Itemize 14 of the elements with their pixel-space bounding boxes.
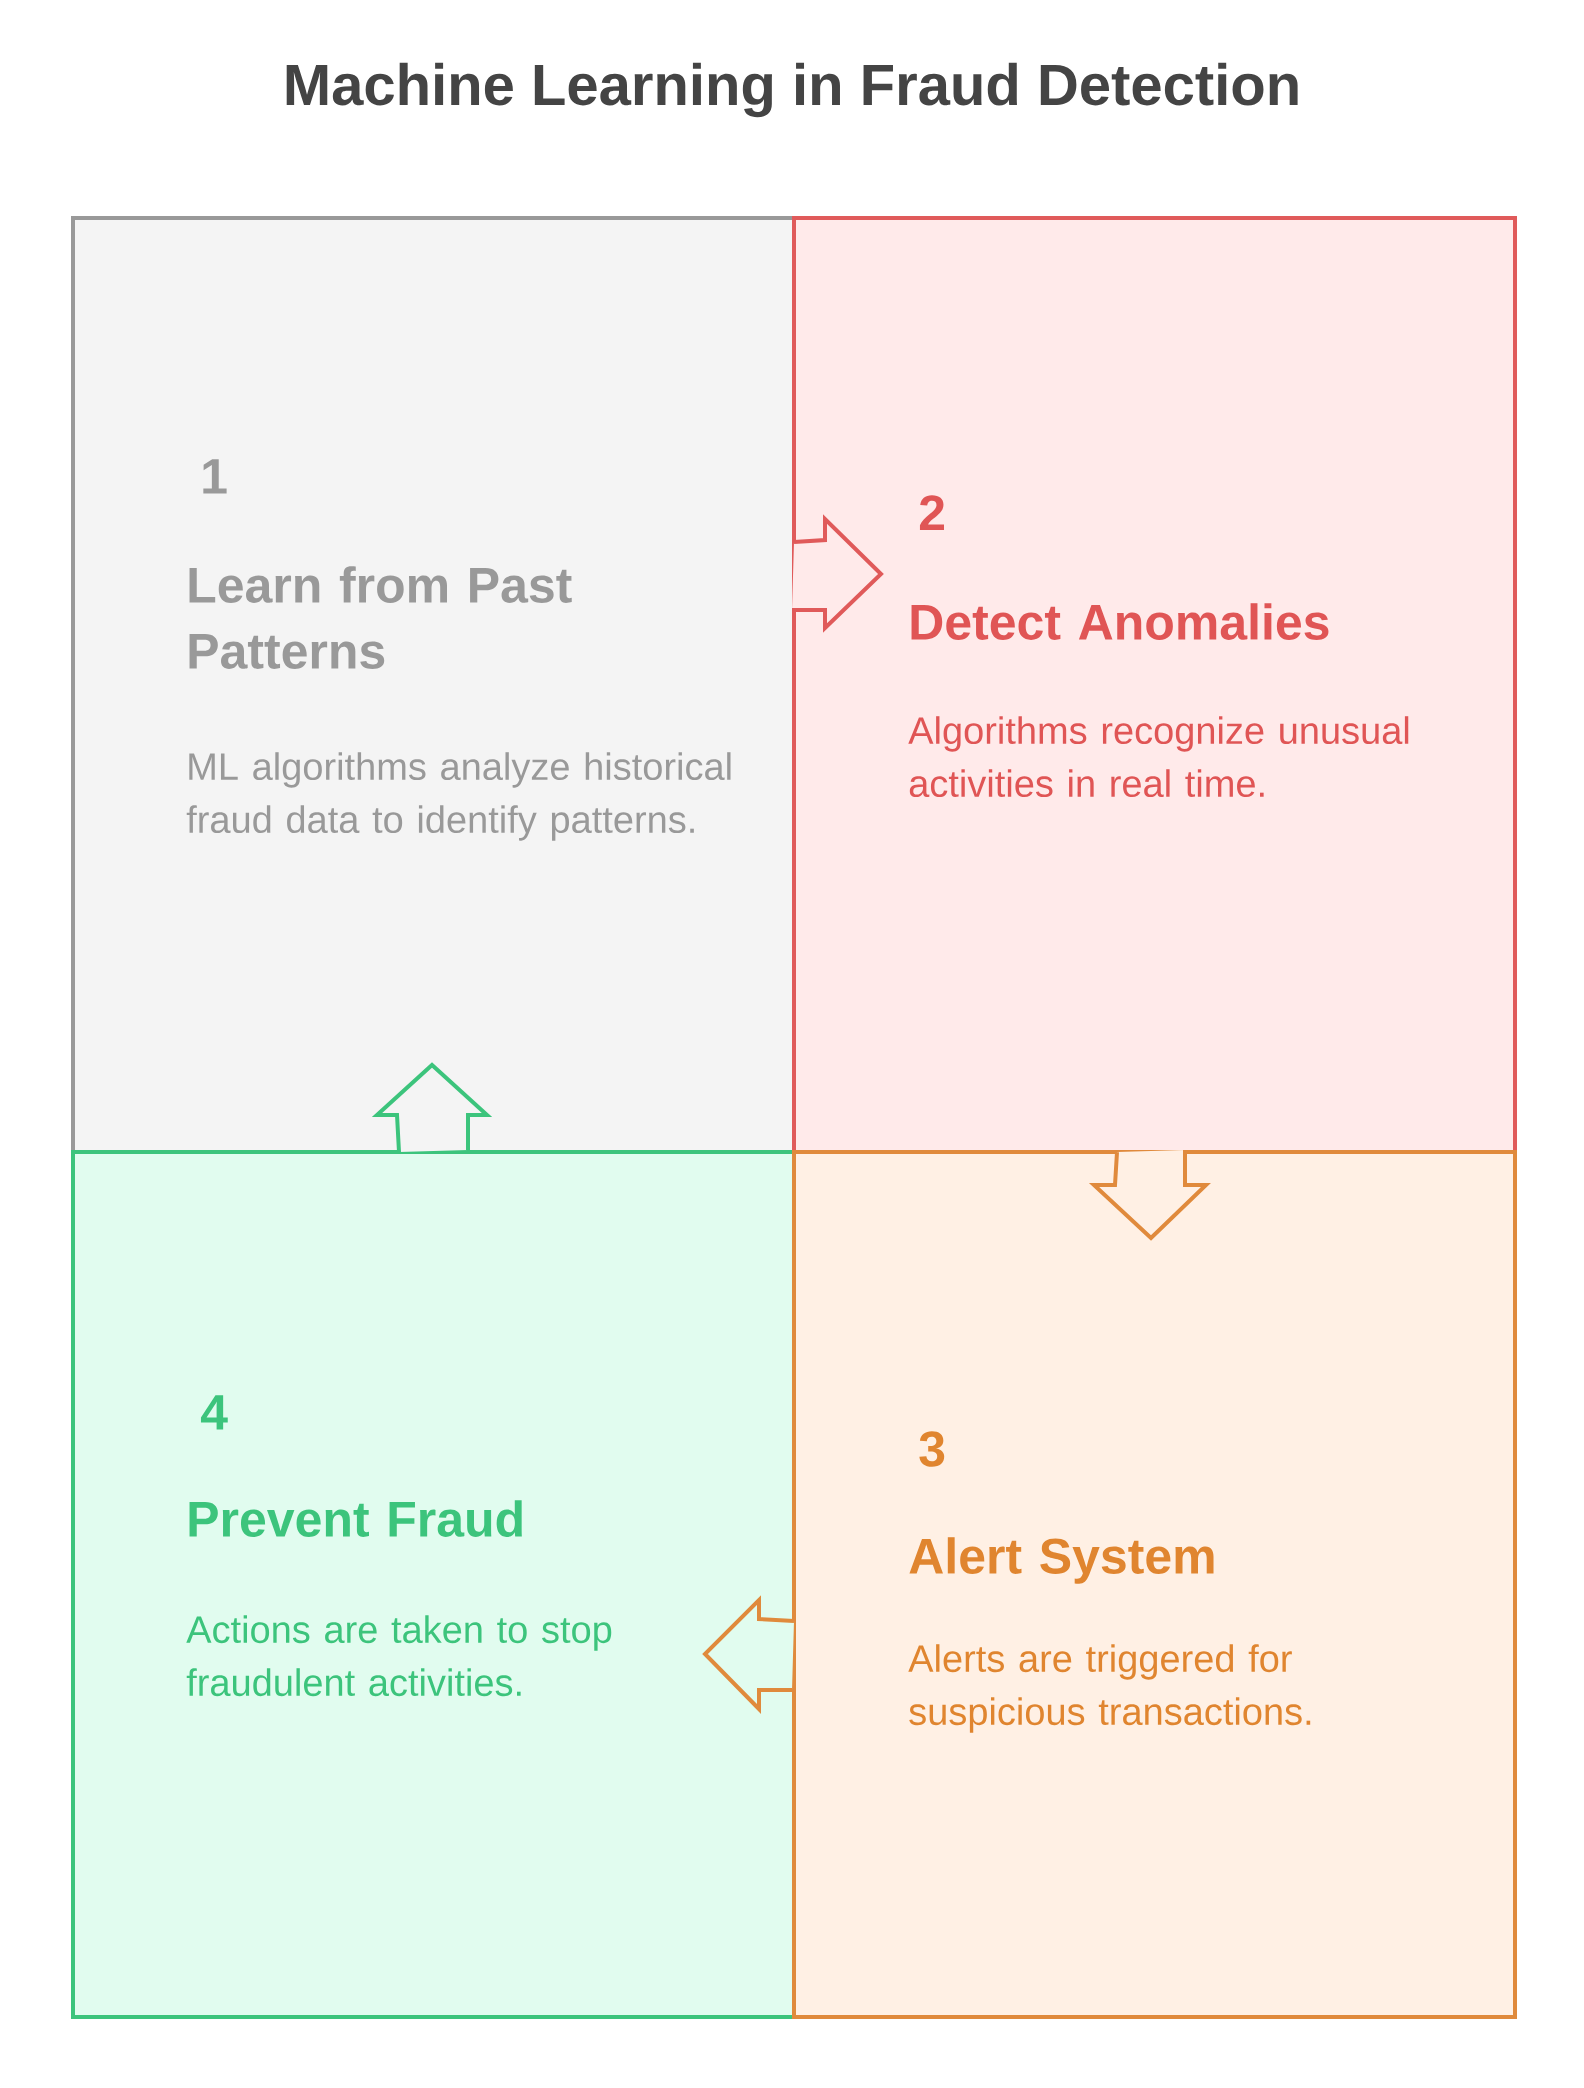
title: Machine Learning in Fraud Detection [286, 62, 1298, 118]
step-heading: Prevent Fraud [189, 1500, 522, 1537]
step-number: 1 [203, 459, 227, 494]
step-number: 3 [919, 1431, 945, 1467]
step-description: Algorithms recognize unusual activities in real time. [908, 716, 1409, 798]
step-description: ML algorithms analyze historical fraud data to identify patterns. [186, 752, 731, 841]
step-heading: Learn from Past Patterns [189, 566, 572, 669]
step-heading: Detect Anomalies [911, 603, 1329, 640]
step-description: Alerts are triggered for suspicious transactions. [908, 1644, 1311, 1733]
step-heading: Alert System [909, 1537, 1214, 1584]
step-box [792, 1150, 1517, 2019]
step-description: Actions are taken to stop fraudulent activities. [186, 1615, 612, 1697]
step-number: 2 [919, 495, 944, 531]
step-number: 4 [200, 1395, 228, 1430]
